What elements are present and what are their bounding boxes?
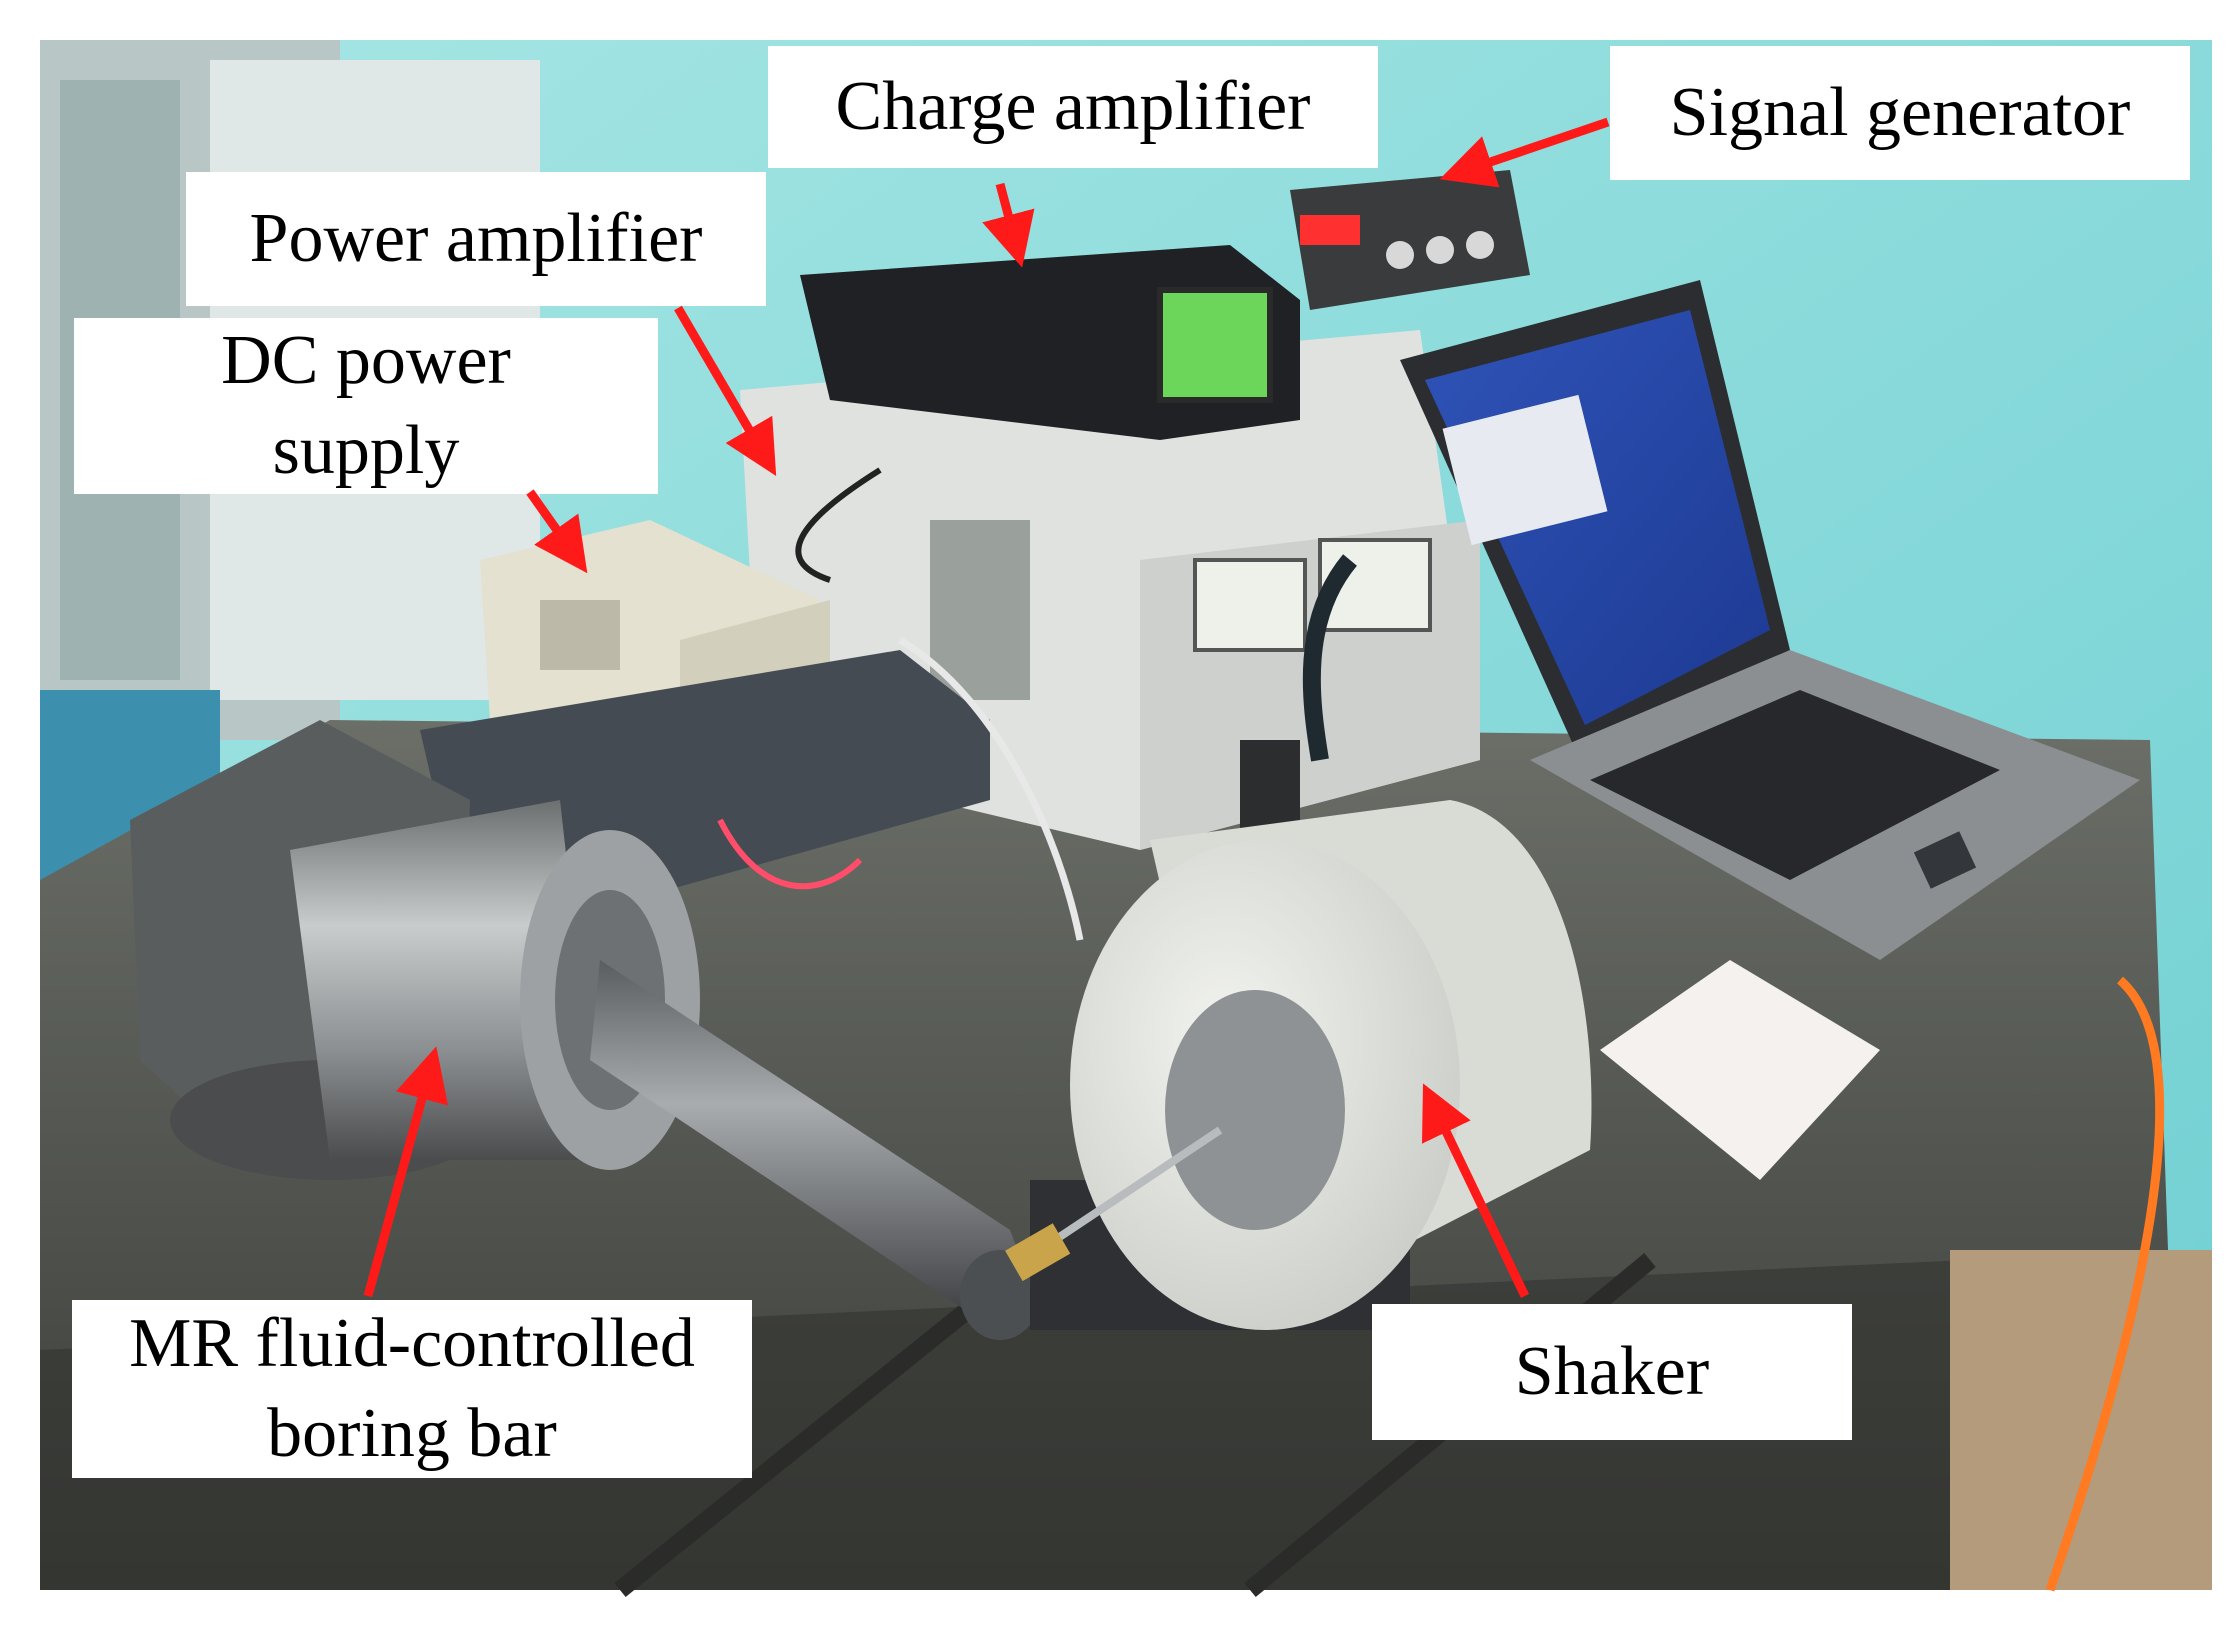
- cable-black: [795, 467, 882, 583]
- boring-bar-shaft: [590, 960, 1040, 1320]
- label-boring-bar: MR fluid-controlled boring bar: [72, 1300, 752, 1478]
- signal-generator-body: [1290, 170, 1530, 310]
- power-amplifier-vent: [930, 520, 1030, 700]
- label-power-amplifier: Power amplifier: [186, 172, 766, 306]
- cable-red: [717, 818, 863, 890]
- shaker-cable: [1302, 554, 1358, 762]
- table-slot: [614, 1292, 986, 1598]
- laptop-keyboard: [1590, 690, 2000, 880]
- charge-amplifier-display: [1157, 287, 1273, 403]
- touchpad: [1913, 831, 1977, 889]
- paper-sheet: [1600, 960, 1880, 1180]
- signal-generator-display: [1300, 215, 1360, 245]
- cable-white: [898, 637, 1084, 941]
- software-window: [1442, 394, 1608, 546]
- floor: [1950, 1250, 2212, 1590]
- label-shaker: Shaker: [1372, 1304, 1852, 1440]
- orange-cable: [2045, 976, 2165, 1592]
- dc-vent: [540, 600, 620, 670]
- shaker-armature: [1165, 990, 1345, 1230]
- label-charge-amplifier: Charge amplifier: [768, 46, 1378, 168]
- force-sensor: [1005, 1223, 1071, 1282]
- label-signal-generator: Signal generator: [1610, 46, 2190, 180]
- stinger-rod: [1037, 1126, 1223, 1254]
- label-dc-power-supply: DC power supply: [74, 318, 658, 494]
- meter-left: [1193, 558, 1307, 652]
